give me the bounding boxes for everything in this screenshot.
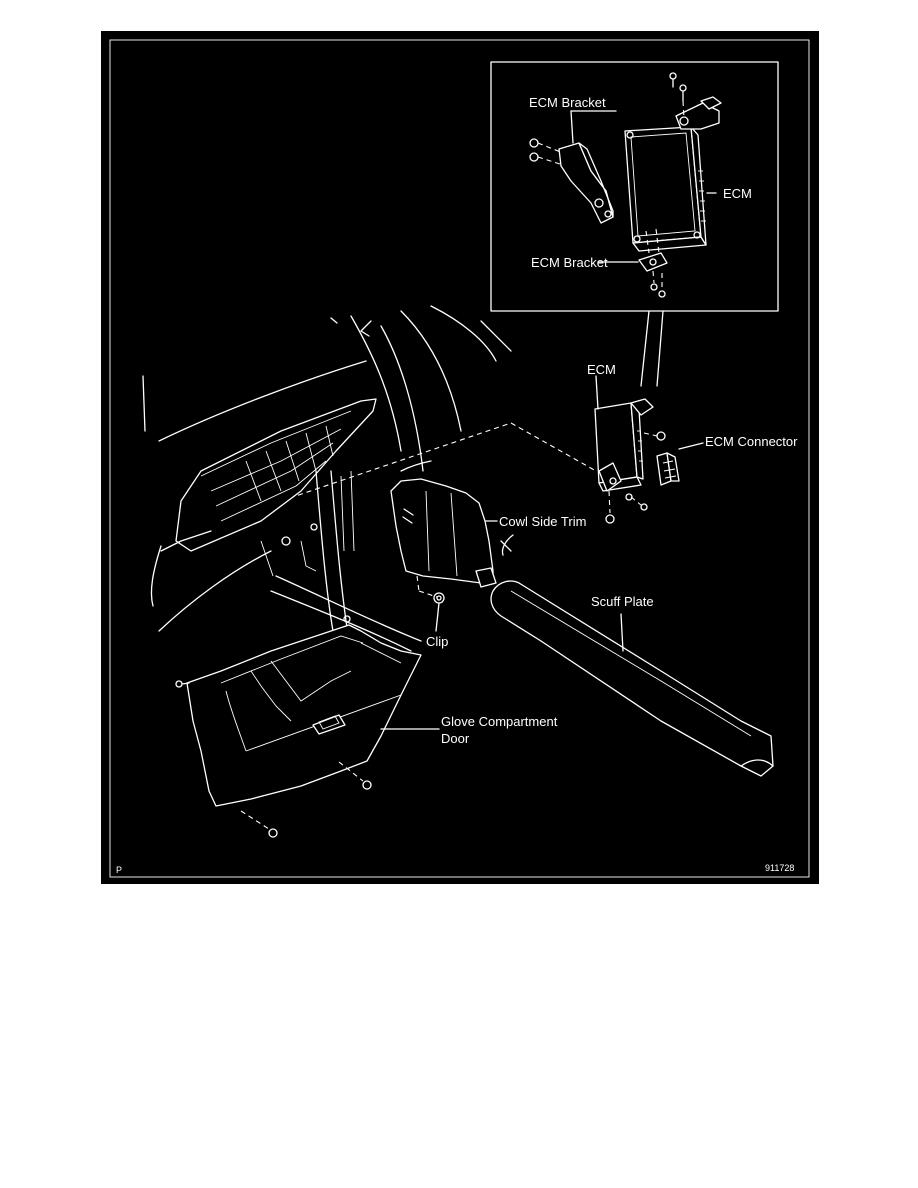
cowl-side-trim	[390, 478, 498, 598]
dashboard-outline	[142, 305, 514, 652]
exploded-view-diagram: ECM Bracket ECM ECM Bracket ECM ECM Conn…	[109, 39, 810, 878]
ecm-location-line	[510, 422, 597, 472]
clip	[433, 592, 445, 632]
label-cowl-side-trim: Cowl Side Trim	[499, 514, 586, 529]
scuff-plate	[490, 580, 774, 777]
ecm-detail-inset: ECM Bracket ECM ECM Bracket	[490, 61, 779, 387]
label-clip: Clip	[426, 634, 448, 649]
ecm-connector	[656, 442, 704, 486]
label-ecm-main: ECM	[587, 362, 616, 377]
ecm-bracket-upper	[675, 96, 722, 130]
corner-code-left: P	[116, 865, 122, 875]
ecm-bracket-left	[558, 142, 614, 224]
figure-id: 911728	[765, 863, 794, 873]
label-ecm-inset: ECM	[723, 186, 752, 201]
label-ecm-connector: ECM Connector	[705, 434, 798, 449]
ecm-unit-main	[594, 375, 666, 524]
label-ecm-bracket-top: ECM Bracket	[529, 95, 606, 110]
ecm-location-line-2	[280, 422, 512, 502]
label-scuff-plate: Scuff Plate	[591, 594, 654, 609]
ecm-unit-inset	[624, 126, 707, 252]
inner-border	[109, 39, 810, 878]
label-glove-line1: Glove Compartment	[441, 714, 558, 729]
diagram-frame: ECM Bracket ECM ECM Bracket ECM ECM Conn…	[101, 31, 819, 884]
ecm-bracket-lower	[638, 228, 668, 298]
label-ecm-bracket-bottom: ECM Bracket	[531, 255, 608, 270]
glove-compartment-door	[175, 615, 440, 838]
screws-left-inset	[529, 138, 564, 166]
label-glove-line2: Door	[441, 731, 470, 746]
screws-top-inset	[669, 72, 687, 120]
